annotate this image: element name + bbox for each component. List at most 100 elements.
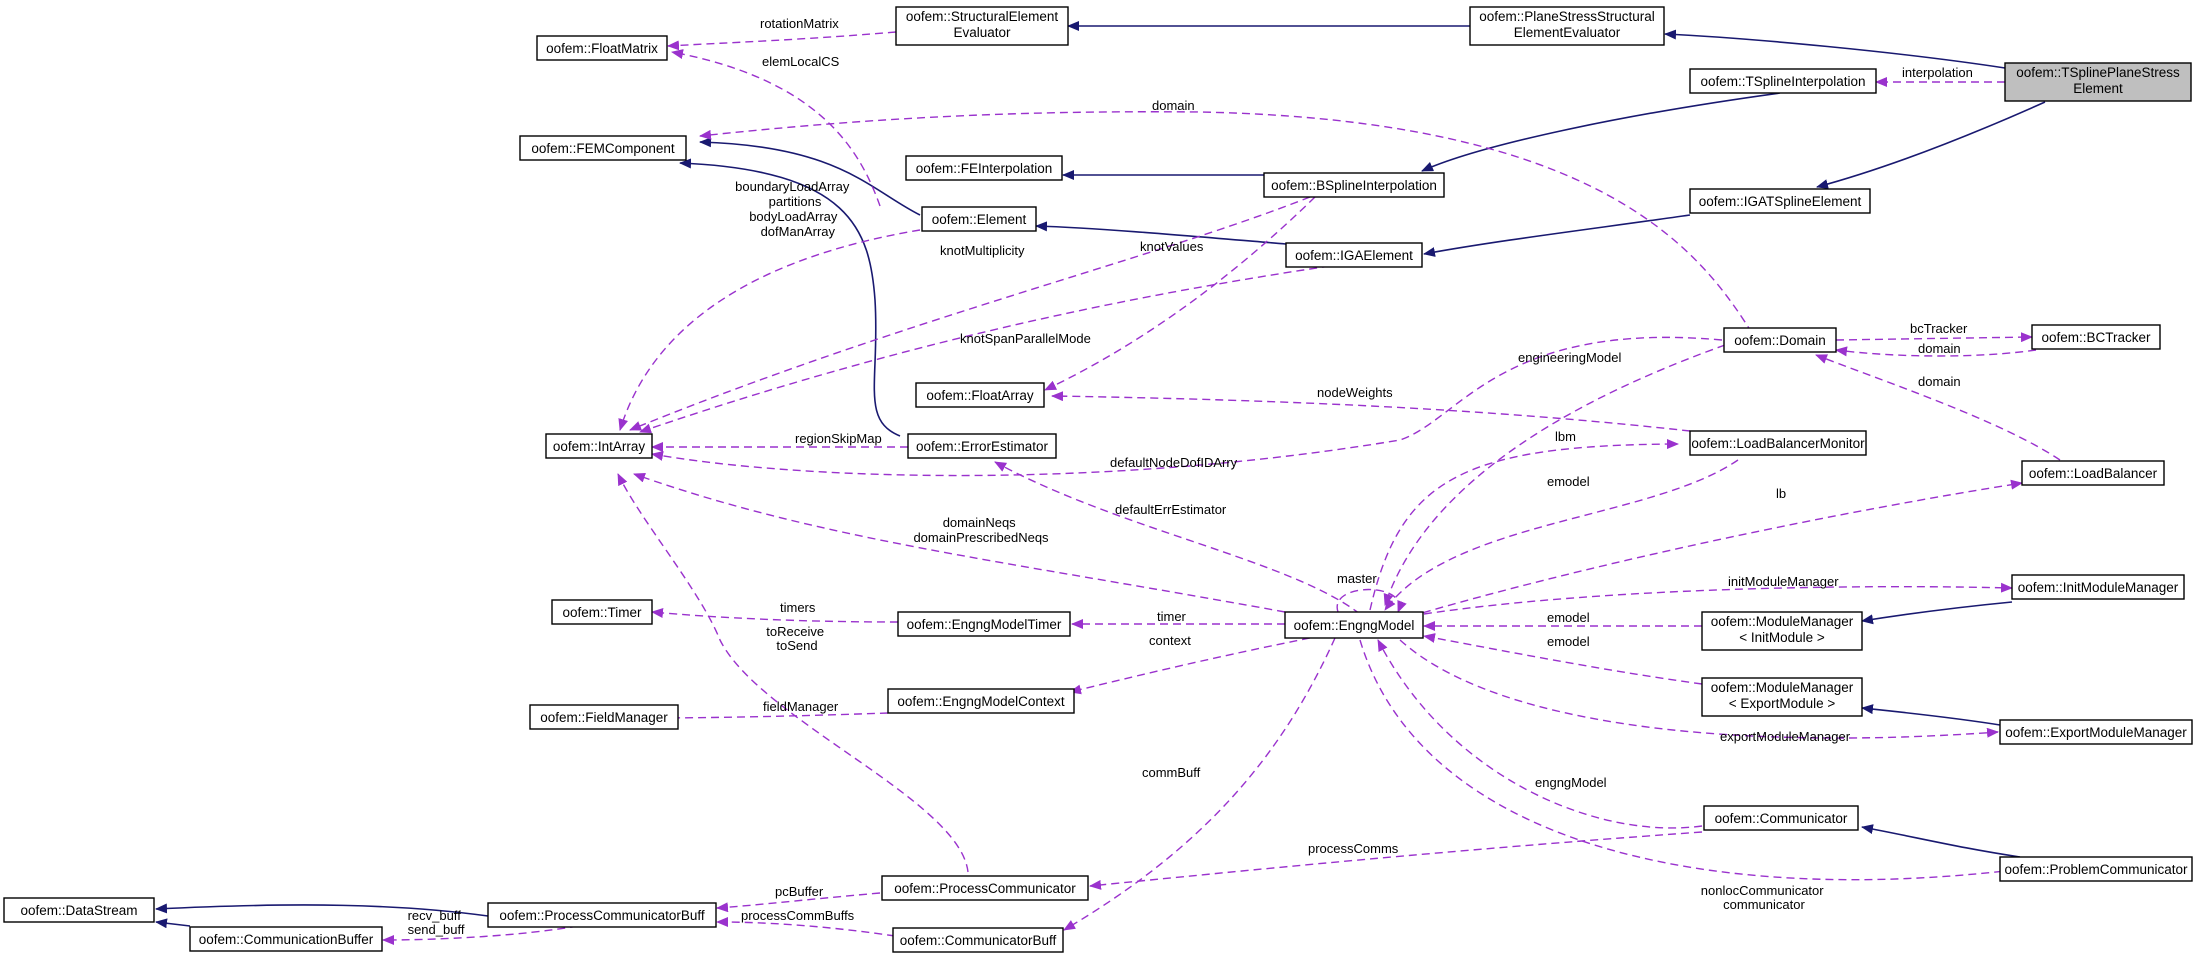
edge-engngmodel-comm — [1377, 639, 1703, 829]
svg-text:oofem::BSplineInterpolation: oofem::BSplineInterpolation — [1271, 178, 1437, 193]
node-loadbalancer[interactable]: oofem::LoadBalancer — [2021, 460, 2165, 486]
label-regionskipmap: regionSkipMap — [795, 431, 882, 446]
node-element[interactable]: oofem::Element — [921, 206, 1037, 232]
label-toreceive: toReceive toSend — [766, 624, 827, 653]
svg-text:oofem::FieldManager: oofem::FieldManager — [540, 710, 668, 725]
edge-igaelement-to-element — [1035, 221, 1287, 245]
node-igatspline-element[interactable]: oofem::IGATSplineElement — [1689, 188, 1871, 214]
edge-recvbuff — [382, 925, 579, 945]
edge-bctracker — [1835, 332, 2033, 343]
node-feinterpolation[interactable]: oofem::FEInterpolation — [905, 155, 1063, 181]
edge-tspline-to-psse — [1664, 29, 2006, 69]
svg-text:oofem::StructuralElement: oofem::StructuralElement — [906, 9, 1059, 24]
edge-torecieve — [617, 473, 969, 873]
node-processcommunicator-buff[interactable]: oofem::ProcessCommunicatorBuff — [487, 902, 717, 928]
edge-lb — [1397, 479, 2023, 621]
node-bspline-interpolation[interactable]: oofem::BSplineInterpolation — [1263, 172, 1445, 198]
svg-text:oofem::PlaneStressStructural: oofem::PlaneStressStructural — [1479, 9, 1655, 24]
node-planestress-structural-element-evaluator[interactable]: oofem::PlaneStressStructural ElementEval… — [1469, 6, 1665, 46]
edges-layer — [155, 21, 2061, 945]
label-elemlocalcs: elemLocalCS — [762, 54, 840, 69]
label-lb: lb — [1776, 486, 1786, 501]
svg-text:oofem::EngngModelContext: oofem::EngngModelContext — [897, 694, 1065, 709]
edge-loadbalancer-domain — [1815, 354, 2061, 461]
node-fieldmanager[interactable]: oofem::FieldManager — [529, 704, 679, 730]
edge-exportmodmgr-to-modmgrexport — [1861, 704, 2001, 726]
node-floatmatrix[interactable]: oofem::FloatMatrix — [536, 35, 668, 61]
edge-knotspan — [639, 265, 1331, 434]
node-timer[interactable]: oofem::Timer — [551, 599, 653, 625]
node-tspline-planestress-element[interactable]: oofem::TSplinePlaneStress Element — [2004, 62, 2192, 102]
node-modulemanager-initmodule[interactable]: oofem::ModuleManager < InitModule > — [1701, 611, 1863, 651]
node-initmodule-manager[interactable]: oofem::InitModuleManager — [2011, 574, 2185, 600]
node-engngmodel-context[interactable]: oofem::EngngModelContext — [887, 688, 1075, 714]
edge-nodeweights — [1051, 391, 1691, 432]
svg-text:oofem::TSplineInterpolation: oofem::TSplineInterpolation — [1700, 74, 1865, 89]
edge-errest-to-femcomp — [679, 158, 901, 437]
label-interpolation: interpolation — [1902, 65, 1973, 80]
node-exportmodule-manager[interactable]: oofem::ExportModuleManager — [1999, 719, 2193, 745]
svg-text:oofem::ModuleManager: oofem::ModuleManager — [1711, 680, 1854, 695]
label-recvbuff: recv_buff send_buff — [408, 908, 465, 937]
svg-text:ElementEvaluator: ElementEvaluator — [1514, 25, 1621, 40]
label-context: context — [1149, 633, 1191, 648]
edge-defaulterrestimator — [994, 461, 1361, 615]
label-engngmodel: engngModel — [1535, 775, 1607, 790]
node-tspline-interpolation[interactable]: oofem::TSplineInterpolation — [1689, 68, 1877, 94]
edge-igatspline-to-igaelement — [1423, 214, 1691, 257]
node-errorestimator[interactable]: oofem::ErrorEstimator — [907, 433, 1057, 459]
node-bctracker[interactable]: oofem::BCTracker — [2031, 324, 2161, 350]
svg-text:< ExportModule >: < ExportModule > — [1729, 696, 1836, 711]
label-domainneqs: domainNeqs domainPrescribedNeqs — [913, 515, 1049, 545]
svg-text:oofem::ErrorEstimator: oofem::ErrorEstimator — [916, 439, 1049, 454]
edge-emodel-lbm — [1384, 459, 1739, 611]
edge-element-to-femcomp — [699, 137, 921, 216]
label-fieldmanager: fieldManager — [763, 699, 839, 714]
node-datastream[interactable]: oofem::DataStream — [3, 897, 155, 923]
node-process-communicator[interactable]: oofem::ProcessCommunicator — [881, 875, 1089, 901]
node-igaelement[interactable]: oofem::IGAElement — [1285, 242, 1423, 268]
node-domain[interactable]: oofem::Domain — [1723, 327, 1837, 353]
label-emodel-c: emodel — [1547, 634, 1590, 649]
label-pcbuffer: pcBuffer — [775, 884, 824, 899]
node-communicator[interactable]: oofem::Communicator — [1703, 805, 1859, 831]
edge-tspline-to-igatspline — [1816, 101, 2046, 189]
node-engngmodel[interactable]: oofem::EngngModel — [1284, 611, 1424, 639]
svg-text:oofem::ProcessCommunicator: oofem::ProcessCommunicator — [894, 881, 1076, 896]
edge-exportmodulemanager — [1399, 639, 1999, 739]
svg-text:oofem::FEMComponent: oofem::FEMComponent — [531, 141, 675, 156]
svg-text:oofem::CommunicatorBuff: oofem::CommunicatorBuff — [900, 933, 1057, 948]
svg-text:oofem::FloatArray: oofem::FloatArray — [926, 388, 1034, 403]
node-femcomponent[interactable]: oofem::FEMComponent — [519, 135, 687, 161]
svg-text:< InitModule >: < InitModule > — [1739, 630, 1825, 645]
svg-text:oofem::ProblemCommunicator: oofem::ProblemCommunicator — [2004, 862, 2188, 877]
node-modulemanager-exportmodule[interactable]: oofem::ModuleManager < ExportModule > — [1701, 677, 1863, 717]
edge-fieldmanager — [637, 712, 889, 723]
svg-text:oofem::DataStream: oofem::DataStream — [20, 903, 137, 918]
label-engineeringmodel: engineeringModel — [1518, 350, 1621, 365]
node-structural-element-evaluator[interactable]: oofem::StructuralElement Evaluator — [895, 6, 1069, 46]
node-communication-buffer[interactable]: oofem::CommunicationBuffer — [189, 926, 383, 952]
node-problem-communicator[interactable]: oofem::ProblemCommunicator — [1999, 856, 2193, 882]
edge-domainneqs — [633, 472, 1286, 613]
svg-text:oofem::Domain: oofem::Domain — [1734, 333, 1826, 348]
edge-defaultnodedof — [651, 336, 1723, 477]
edge-element-intarray — [618, 229, 921, 431]
label-knotspanparallelmode: knotSpanParallelMode — [960, 331, 1091, 346]
label-emodel-b: emodel — [1547, 610, 1590, 625]
node-floatarray[interactable]: oofem::FloatArray — [915, 382, 1045, 408]
edge-initmodulemanager — [1423, 582, 2013, 615]
node-communicator-buff[interactable]: oofem::CommunicatorBuff — [892, 927, 1064, 953]
label-exportmodulemanager: exportModuleManager — [1720, 729, 1851, 744]
edge-knotmultiplicity — [629, 196, 1311, 431]
node-intarray[interactable]: oofem::IntArray — [545, 433, 653, 459]
node-loadbalancer-monitor[interactable]: oofem::LoadBalancerMonitor — [1689, 430, 1867, 456]
label-nonloccommunicator: nonlocCommunicator communicator — [1701, 883, 1827, 912]
svg-text:oofem::InitModuleManager: oofem::InitModuleManager — [2018, 580, 2179, 595]
edge-commbuffer-to-datastream — [155, 918, 191, 929]
edge-lbm — [1369, 439, 1679, 611]
label-defaulterrestimator: defaultErrEstimator — [1115, 502, 1227, 517]
label-nodeweights: nodeWeights — [1317, 385, 1393, 400]
node-engngmodel-timer[interactable]: oofem::EngngModelTimer — [897, 611, 1071, 637]
